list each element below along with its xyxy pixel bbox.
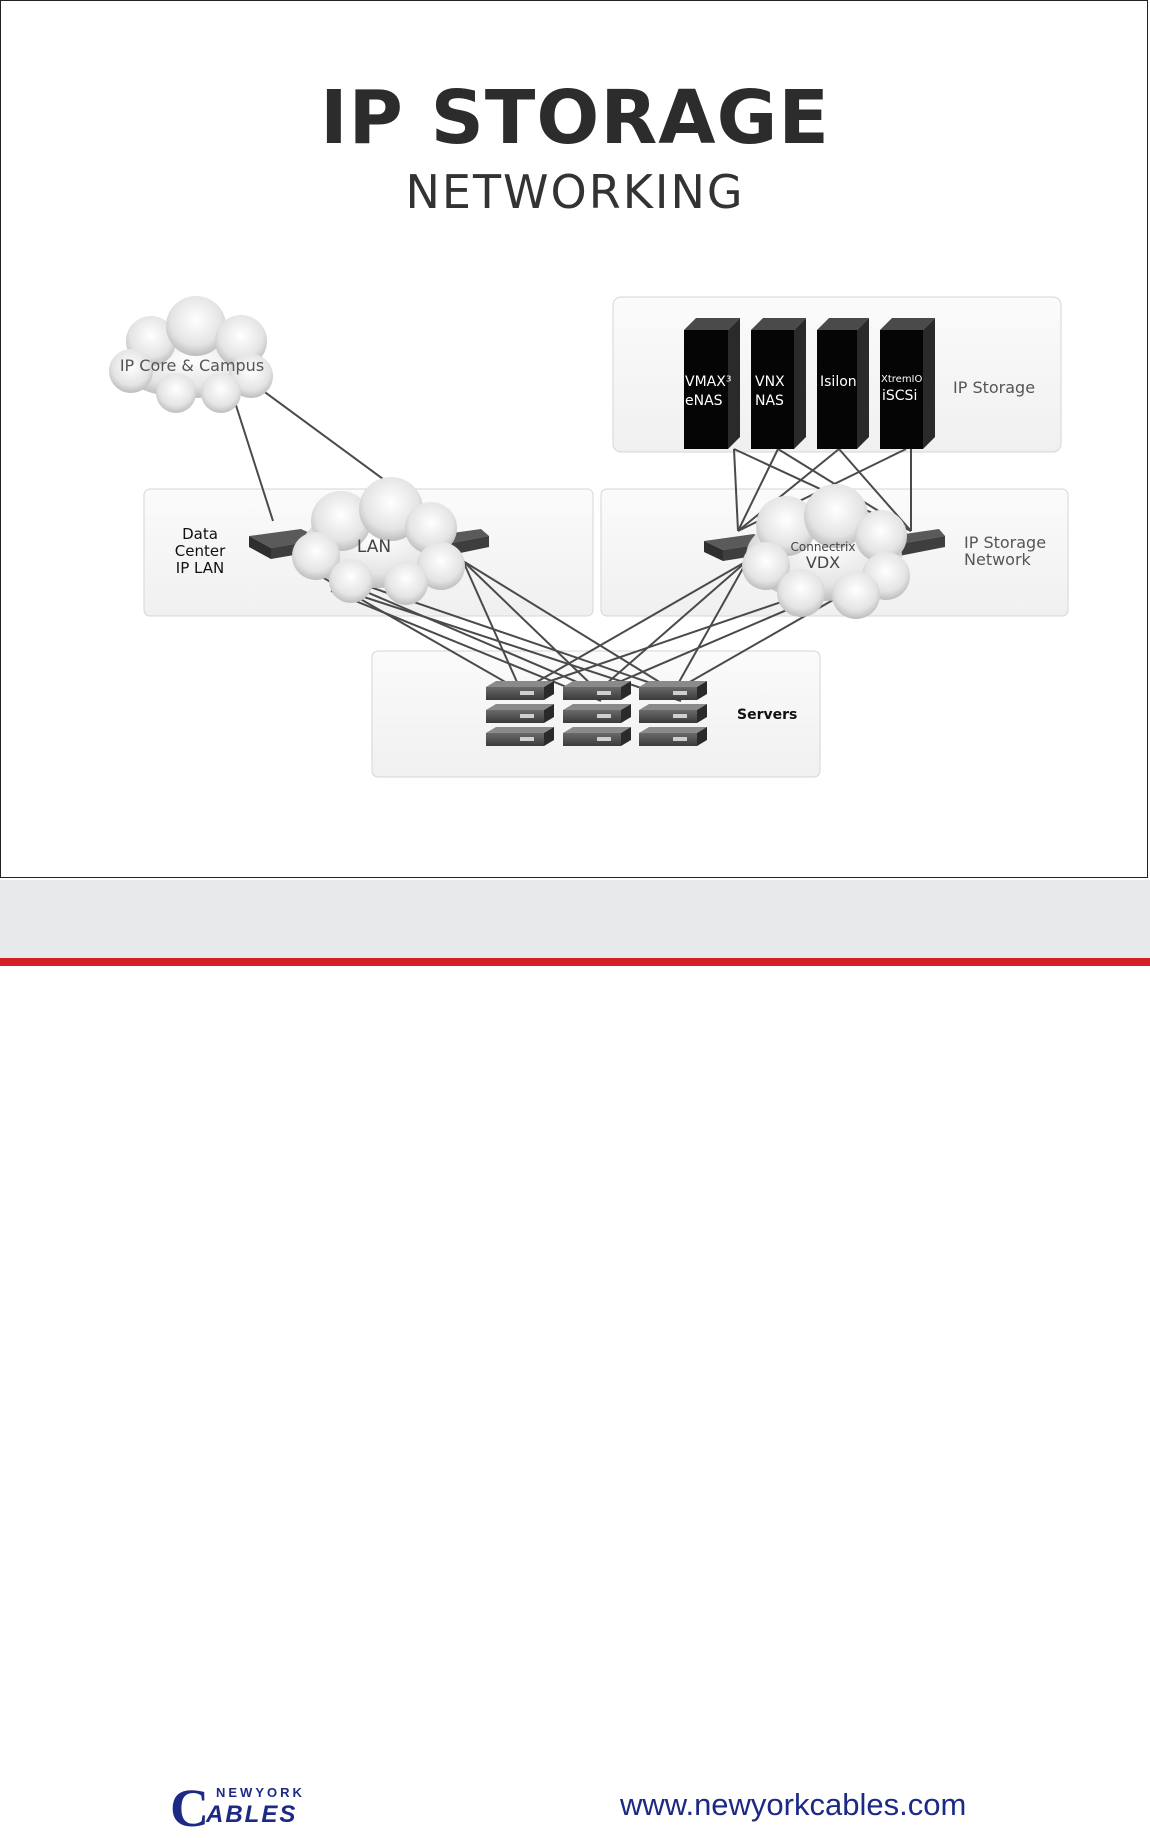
nas-label: NAS (755, 393, 784, 409)
website-link[interactable]: www.newyorkcables.com (620, 1787, 967, 1822)
ip-core-campus-label: IP Core & Campus (120, 356, 264, 375)
connectrix-label: Connectrix (791, 540, 856, 554)
vmax-label: VMAX³ (685, 374, 731, 390)
page-title: IP STORAGE (320, 75, 830, 161)
vnx-label: VNX (755, 374, 785, 390)
footer-accent-bar (0, 958, 1150, 966)
server-unit (563, 681, 631, 700)
logo-top-text: NEWYORK (216, 1785, 305, 1800)
dc-label-line2: Center (175, 542, 226, 560)
server-unit (639, 704, 707, 723)
page-subtitle: NETWORKING (405, 165, 745, 219)
dc-label-line1: Data (182, 525, 218, 543)
server-unit (486, 727, 554, 746)
xtremio-label: XtremIO (881, 374, 923, 385)
storage-unit-vmax (684, 318, 740, 449)
footer: C NEWYORK ABLES www.newyorkcables.com (0, 880, 1150, 1835)
ip-storage-network-line1: IP Storage (964, 533, 1046, 552)
server-unit (486, 681, 554, 700)
infographic-card: IP STORAGE NETWORKING (0, 0, 1148, 878)
storage-unit-isilon (817, 318, 869, 449)
isilon-label: Isilon (820, 374, 857, 390)
ip-storage-label: IP Storage (953, 378, 1035, 397)
dc-label-line3: IP LAN (176, 559, 224, 577)
connectrix-vdx-cloud (742, 484, 910, 619)
vdx-label: VDX (806, 553, 840, 572)
server-unit (563, 727, 631, 746)
servers-label: Servers (737, 707, 797, 723)
network-diagram: IP Core & Campus LAN Data Center IP LAN … (109, 296, 1069, 778)
lan-label: LAN (357, 537, 391, 557)
logo-bottom-text: ABLES (206, 1801, 298, 1828)
lan-cloud (292, 477, 465, 605)
ip-core-campus-cloud (109, 296, 273, 413)
server-unit (639, 681, 707, 700)
storage-unit-vnx (751, 318, 806, 449)
server-unit (563, 704, 631, 723)
storage-unit-xtremio (880, 318, 935, 449)
server-rack-group (486, 681, 707, 746)
enas-label: eNAS (685, 393, 723, 409)
server-unit (639, 727, 707, 746)
newyork-cables-logo: C NEWYORK ABLES (170, 1781, 330, 1835)
server-unit (486, 704, 554, 723)
ip-storage-network-line2: Network (964, 550, 1032, 569)
iscsi-label: iSCSi (882, 388, 917, 404)
logo-letter: C (170, 1778, 209, 1838)
